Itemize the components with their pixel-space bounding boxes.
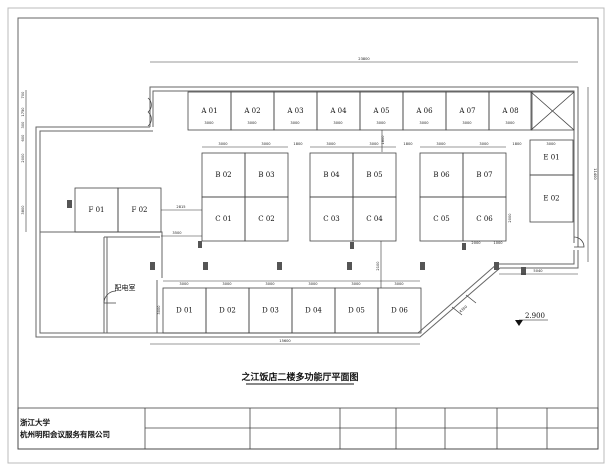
booth-label: B 04 — [323, 171, 340, 179]
booth-label: A 06 — [415, 107, 433, 115]
dimension-label: 3000 — [179, 282, 189, 286]
booths: A 01 A 02 A 03 A 04 A 05 A 06 A 07 A 08 B 02 B 03… — [74, 91, 574, 334]
org-line1: 浙江大学 — [20, 417, 50, 427]
dimension-label: 23800 — [358, 57, 370, 61]
booth-label: D 02 — [219, 307, 236, 315]
dimension-label: 3000 — [333, 121, 343, 125]
booth-label: A 07 — [458, 107, 475, 115]
booth-c02 — [244, 196, 289, 242]
dimension-label: 3800 — [21, 205, 25, 215]
dimension-label: 3000 — [157, 305, 161, 315]
dimension-label: 3000 — [222, 282, 232, 286]
door-icon — [103, 290, 117, 304]
booth-label: F 01 — [89, 206, 105, 214]
door-icon — [573, 236, 585, 248]
booth-label: B 07 — [476, 171, 492, 179]
dimension-label: 1800 — [403, 142, 413, 146]
booth-label: B 03 — [258, 171, 274, 179]
dimension-label: 3000 — [546, 142, 556, 146]
booth-d06 — [377, 287, 422, 334]
dimension-label: 3000 — [326, 142, 336, 146]
dimension-label: 15600 — [279, 339, 291, 343]
dimension-label: 3000 — [369, 142, 379, 146]
title-block: 浙江大学 杭州明阳会议服务有限公司 — [17, 407, 599, 450]
dimension-label: 3000 — [204, 121, 214, 125]
booth-label: D 04 — [305, 307, 322, 315]
booth-label: D 06 — [391, 307, 408, 315]
elevator-shaft-icon — [530, 91, 575, 131]
dimension-label: 3000 — [308, 282, 318, 286]
dimension-label: 3500 — [172, 231, 182, 235]
booth-label: F 02 — [132, 206, 148, 214]
booth-label: C 02 — [258, 215, 275, 223]
dimension-label: 3000 — [505, 121, 515, 125]
double-door-icon — [147, 97, 152, 127]
booth-a08 — [488, 91, 533, 131]
dimension-label: 2100 — [376, 261, 380, 271]
booth-label: B 05 — [366, 171, 382, 179]
dimension-label: 600 — [21, 134, 25, 142]
booth-label: D 03 — [262, 307, 279, 315]
booth-label: A 01 — [200, 107, 217, 115]
dimension-label: 2000 — [508, 213, 512, 223]
dimension-label: 3000 — [290, 121, 300, 125]
dimension-label: 5040 — [533, 269, 543, 273]
booth-label: A 02 — [243, 107, 260, 115]
booth-c04 — [352, 196, 397, 242]
diagonal-door-icon — [451, 294, 477, 316]
booth-label: C 03 — [323, 215, 340, 223]
dimension-label: 2815 — [176, 205, 185, 209]
dimension-label: 4350 — [459, 304, 469, 313]
booth-label: B 06 — [433, 171, 450, 179]
dimension-label: 3000 — [261, 142, 271, 146]
drawing-title: 之江饭店二楼多功能厅平面图 — [241, 371, 358, 383]
org-line2: 杭州明阳会议服务有限公司 — [20, 429, 110, 439]
dimension-label: 3000 — [419, 121, 429, 125]
dimension-label: 1800 — [381, 135, 385, 145]
dimension-label: 300 — [21, 121, 25, 129]
booth-label: D 05 — [348, 307, 365, 315]
dimension-label: 1800 — [512, 142, 522, 146]
booth-label: B 02 — [215, 171, 231, 179]
dimension-label: 3000 — [462, 121, 472, 125]
elevation-label: 2.900 — [525, 312, 545, 320]
booth-label: A 08 — [501, 107, 518, 115]
dimension-label: 3000 — [218, 142, 228, 146]
dimension-label: 11400 — [593, 168, 597, 180]
booth-label: E 01 — [543, 154, 559, 162]
dimension-label: 700 — [21, 91, 25, 99]
elevation-marker-icon — [515, 320, 523, 326]
booth-label: A 03 — [286, 107, 303, 115]
dimension-label: 3000 — [394, 282, 404, 286]
dimension-label: 2000 — [471, 241, 481, 245]
sheet-border — [7, 7, 605, 464]
building-walls — [35, 86, 579, 338]
dimension-label: 1800 — [293, 142, 303, 146]
booth-label: C 05 — [433, 215, 450, 223]
dimension-label: 3000 — [436, 142, 446, 146]
dimensions: 3000 3000 3000 3000 3000 3000 3000 3000 3000 3000… — [21, 57, 597, 345]
columns — [67, 200, 526, 275]
booth-label: A 05 — [372, 107, 389, 115]
booth-label: D 01 — [176, 307, 193, 315]
booth-label: A 04 — [329, 107, 347, 115]
booth-c06 — [462, 196, 507, 242]
dimension-label: 1750 — [21, 107, 25, 117]
dimension-label: 2000 — [21, 153, 25, 163]
dimension-label: 3000 — [479, 142, 489, 146]
booth-label: C 06 — [476, 215, 493, 223]
dimension-label: 3000 — [351, 282, 361, 286]
room-label-power: 配电室 — [115, 283, 136, 292]
booth-label: C 01 — [215, 215, 232, 223]
dimension-label: 1000 — [493, 241, 503, 245]
dimension-label: 3000 — [376, 121, 386, 125]
booth-label: E 02 — [543, 195, 559, 203]
dimension-label: 3000 — [247, 121, 257, 125]
booth-e02 — [529, 174, 574, 223]
booth-label: C 04 — [366, 215, 383, 223]
dimension-label: 3000 — [265, 282, 275, 286]
